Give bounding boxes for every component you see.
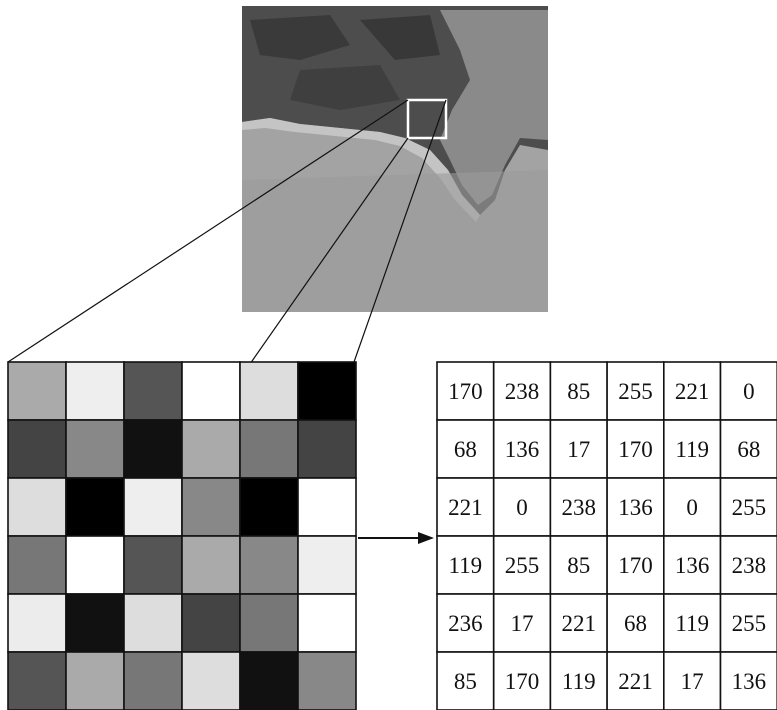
- zoom-line-top-left: [7, 99, 409, 363]
- pixel-cell: [297, 535, 357, 595]
- table-cell: [492, 651, 552, 710]
- table-cell: [549, 651, 608, 710]
- table-cell-value: 221: [562, 611, 597, 636]
- table-cell-value: 0: [516, 495, 528, 520]
- table-cell-value: 68: [737, 437, 760, 462]
- table-cell-value: 85: [567, 379, 590, 404]
- pixel-cell: [181, 651, 241, 710]
- pixel-cell: [7, 361, 67, 421]
- table-cell-value: 119: [675, 437, 709, 462]
- table-cell-value: 17: [511, 611, 534, 636]
- table-cell: [719, 477, 777, 537]
- pixel-cell: [239, 535, 299, 595]
- pixel-cell: [297, 477, 357, 537]
- pixel-cell: [297, 593, 357, 653]
- table-cell-value: 17: [681, 669, 704, 694]
- pixel-cell: [65, 535, 125, 595]
- table-cell-value: 119: [449, 553, 483, 578]
- table-cell: [662, 477, 722, 537]
- table-cell: [662, 419, 722, 479]
- pixel-cell: [181, 361, 241, 421]
- pixel-cell: [7, 419, 67, 479]
- pixel-cell: [239, 361, 299, 421]
- table-cell-value: 0: [686, 495, 698, 520]
- table-cell-value: 136: [675, 553, 710, 578]
- pixel-cell: [239, 477, 299, 537]
- pixel-cell: [123, 651, 183, 710]
- table-cell-value: 136: [505, 437, 540, 462]
- table-cell-value: 68: [454, 437, 477, 462]
- right-arrow-icon: [358, 532, 434, 544]
- pixel-cell: [123, 361, 183, 421]
- table-cell: [662, 361, 722, 421]
- table-cell-value: 119: [562, 669, 596, 694]
- pixel-cell: [181, 477, 241, 537]
- pixel-cell: [65, 477, 125, 537]
- pixel-cell: [239, 419, 299, 479]
- table-cell-value: 119: [675, 611, 709, 636]
- table-cell-value: 85: [454, 669, 477, 694]
- table-cell-value: 221: [675, 379, 710, 404]
- table-cell-value: 221: [618, 669, 653, 694]
- table-cell-value: 0: [743, 379, 755, 404]
- table-cell: [492, 535, 552, 595]
- pixel-cell: [297, 361, 357, 421]
- pixel-cell: [181, 535, 241, 595]
- table-cell: [662, 651, 722, 710]
- table-cell: [492, 361, 552, 421]
- pixel-cell: [181, 593, 241, 653]
- table-cell: [719, 361, 777, 421]
- pixel-cell: [7, 477, 67, 537]
- pixel-cell: [297, 651, 357, 710]
- table-cell: [549, 361, 608, 421]
- pixel-grid: [7, 361, 357, 710]
- pixel-cell: [123, 593, 183, 653]
- table-cell: [492, 419, 552, 479]
- table-cell-value: 238: [562, 495, 597, 520]
- pixel-cell: [65, 361, 125, 421]
- pixel-cell: [123, 477, 183, 537]
- table-cell-value: 170: [448, 379, 483, 404]
- table-cell-value: 238: [732, 553, 767, 578]
- table-cell-value: 170: [618, 553, 653, 578]
- pixel-cell: [65, 419, 125, 479]
- pixel-cell: [297, 419, 357, 479]
- zoom-line-top-right: [353, 99, 447, 363]
- table-cell-value: 238: [505, 379, 540, 404]
- pixel-cell: [181, 419, 241, 479]
- satellite-image: [242, 6, 548, 312]
- table-cell-value: 255: [732, 495, 767, 520]
- pixel-cell: [7, 651, 67, 710]
- table-cell: [719, 651, 777, 710]
- table-cell-value: 17: [567, 437, 590, 462]
- pixel-cell: [65, 651, 125, 710]
- table-cell-value: 170: [505, 669, 540, 694]
- table-cell-value: 255: [505, 553, 540, 578]
- pixel-cell: [7, 535, 67, 595]
- table-cell-value: 136: [618, 495, 653, 520]
- table-cell-value: 221: [448, 495, 483, 520]
- table-cell-value: 68: [624, 611, 647, 636]
- pixel-cell: [239, 593, 299, 653]
- table-cell-value: 85: [567, 553, 590, 578]
- table-cell-value: 236: [448, 611, 483, 636]
- table-cell: [606, 535, 665, 595]
- table-cell: [719, 593, 777, 653]
- pixel-cell: [239, 651, 299, 710]
- table-cell-value: 136: [732, 669, 767, 694]
- pixel-cell: [123, 419, 183, 479]
- pixel-cell: [123, 535, 183, 595]
- table-cell-value: 170: [618, 437, 653, 462]
- table-cell: [662, 535, 722, 595]
- table-cell-value: 255: [732, 611, 767, 636]
- table-cell: [436, 651, 495, 710]
- table-cell: [436, 419, 495, 479]
- table-cell: [606, 651, 665, 710]
- table-cell-value: 255: [618, 379, 653, 404]
- pixel-cell: [7, 593, 67, 653]
- table-cell: [606, 593, 665, 653]
- pixel-cell: [65, 593, 125, 653]
